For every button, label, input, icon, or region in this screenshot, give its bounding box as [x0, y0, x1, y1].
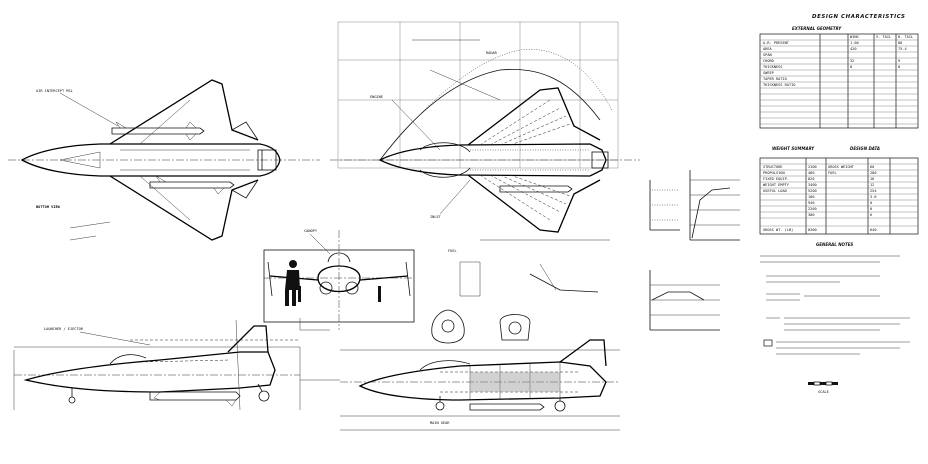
char-col-htail: H. TAIL [898, 35, 913, 39]
radar-label: RADAR [486, 51, 498, 55]
side-view-drawing: LAUNCHER / EJECTOR [13, 319, 340, 411]
char-row-3-wing: 32 [850, 59, 854, 63]
wt-row-2-label: FIXED EQUIP. [763, 177, 789, 181]
pilot-figure [285, 260, 300, 306]
gear-label: MAIN GEAR [430, 421, 450, 425]
wt-row-1-label: PROPULSION [763, 171, 785, 175]
wt-row-0-right-value: 60 [870, 165, 874, 169]
cross-sections [431, 261, 599, 344]
wt-row-0-label: STRUCTURE [763, 165, 782, 169]
characteristics-table: EXTERNAL GEOMETRY A.R. PRESENT 1.00 80 A… [759, 26, 919, 129]
char-row-2-label: SPAN [763, 53, 772, 57]
weights-right-header: DESIGN DATA [850, 146, 880, 151]
wt-row-5-right-value: 3.6 [870, 195, 877, 199]
small-plot-1 [689, 170, 740, 241]
char-row-0-htail: 80 [898, 41, 902, 45]
general-notes: GENERAL NOTES [760, 242, 910, 355]
launcher-label: LAUNCHER / EJECTOR [44, 327, 84, 331]
wt-row-7-right-value: 0 [870, 207, 872, 211]
char-row-0-label: A.R. PRESENT [763, 41, 790, 45]
notes-header: GENERAL NOTES [816, 242, 853, 247]
engine-label: ENGINE [370, 95, 383, 99]
scale-bar: SCALE [808, 381, 838, 394]
characteristics-section-title: EXTERNAL GEOMETRY [792, 26, 842, 31]
wt-total-label: GROSS WT. (LB) [763, 228, 793, 232]
wt-row-6-right-value: 0 [870, 201, 872, 205]
wt-row-4-right-value: 254 [870, 189, 877, 193]
bottom-view-label: BOTTOM VIEW [36, 205, 61, 209]
inboard-profile-drawing: MAIN GEAR [340, 339, 620, 431]
inlet-label: INLET [430, 215, 442, 219]
air-intercept-label: AIR INTERCEPT MSL [36, 89, 73, 93]
char-row-4-wing: 8 [850, 65, 852, 69]
bottom-view-drawing: AIR INTERCEPT MSL BOTTOM VIEW [8, 79, 320, 241]
char-row-1-htail: 75.4 [898, 47, 907, 51]
wt-row-0-value: 2100 [808, 165, 817, 169]
wt-row-1-value: 480 [808, 171, 815, 175]
char-row-1-label: AREA [763, 47, 772, 51]
char-row-3-label: CHORD [763, 59, 774, 63]
wt-row-3-value: 3400 [808, 183, 817, 187]
fuel-label: FUEL [448, 249, 457, 253]
wt-row-2-value: 820 [808, 177, 815, 181]
char-row-1-wing: 420 [850, 47, 857, 51]
char-row-7-label: THICKNESS RATIO [763, 83, 795, 87]
canopy-label: CANOPY [304, 229, 318, 233]
char-row-4-label: THICKNESS [763, 65, 782, 69]
wt-row-4-label: USEFUL LOAD [763, 189, 787, 193]
plan-view-drawing: RADAR ENGINE INLET FUEL [330, 21, 640, 253]
weights-table: WEIGHT SUMMARY DESIGN DATA STRUCTURE 210… [759, 146, 919, 235]
wt-row-7-value: 2260 [808, 207, 817, 211]
wt-row-1-right-value: 280 [870, 171, 877, 175]
wt-row-3-right-value: 12 [870, 183, 874, 187]
wt-row-5-value: 100 [808, 195, 815, 199]
char-row-4-htail: 8 [898, 65, 900, 69]
wt-total-right-value: 640 [870, 228, 877, 232]
char-row-6-label: TAPER RATIO [763, 77, 787, 81]
sheet-title: DESIGN CHARACTERISTICS [812, 14, 906, 20]
scale-label: SCALE [818, 390, 829, 394]
char-col-vtail: V. TAIL [876, 35, 891, 39]
wt-row-2-right-value: 16 [870, 177, 874, 181]
wt-row-8-right-value: 6 [870, 213, 872, 217]
wt-row-8-value: 380 [808, 213, 815, 217]
wt-row-1-right-label: FUEL [828, 171, 837, 175]
char-col-wing: WING [850, 35, 859, 39]
char-row-5-label: SWEEP [763, 71, 774, 75]
front-view-drawing: CANOPY [263, 229, 415, 331]
wt-row-3-label: WEIGHT EMPTY [763, 183, 790, 187]
wt-row-4-value: 5200 [808, 189, 817, 193]
char-row-0-wing: 1.00 [850, 41, 859, 45]
char-row-3-htail: 9 [898, 59, 900, 63]
small-plot-2 [649, 270, 720, 331]
wt-row-0-right-label: GROSS WEIGHT [828, 165, 855, 169]
wt-total-value: 8300 [808, 228, 817, 232]
weights-left-header: WEIGHT SUMMARY [772, 146, 815, 151]
small-plot-3 [649, 180, 680, 231]
wt-row-6-value: 940 [808, 201, 815, 205]
